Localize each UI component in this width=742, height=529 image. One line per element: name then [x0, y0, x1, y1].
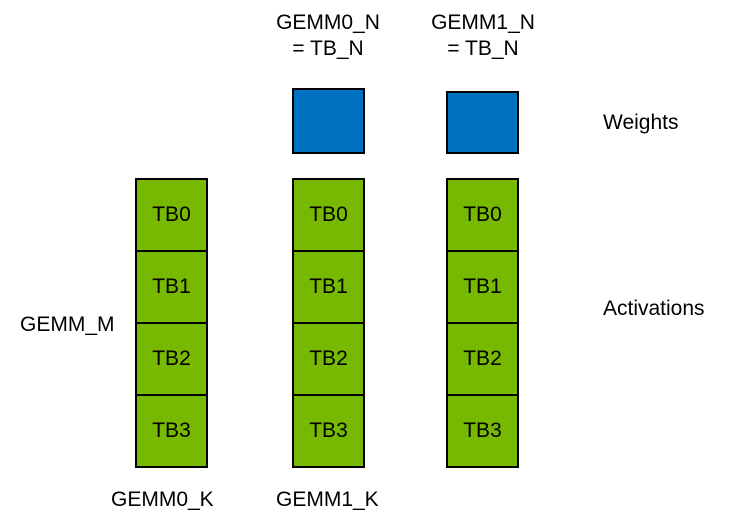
activation-column-1: TB0 TB1 TB2 TB3: [292, 178, 365, 468]
gemm0-n-header: GEMM0_N = TB_N: [268, 10, 388, 62]
gemm1-k-label: GEMM1_K: [276, 488, 379, 511]
tb-cell: TB2: [135, 322, 208, 396]
activations-label: Activations: [603, 297, 705, 320]
weight-block-gemm1: [446, 91, 519, 154]
weights-label: Weights: [603, 111, 679, 134]
gemm1-n-label: GEMM1_N: [431, 11, 535, 34]
tb-cell: TB2: [446, 322, 519, 396]
activation-column-0: TB0 TB1 TB2 TB3: [135, 178, 208, 468]
tb-cell: TB1: [135, 250, 208, 324]
gemm0-n-label: GEMM0_N: [276, 11, 380, 34]
weight-block-gemm0: [292, 88, 365, 154]
tb-cell: TB3: [292, 394, 365, 468]
gemm-m-label: GEMM_M: [20, 313, 115, 336]
gemm1-n-header: GEMM1_N = TB_N: [423, 10, 543, 62]
tb-cell: TB1: [292, 250, 365, 324]
tb-cell: TB1: [446, 250, 519, 324]
gemm0-n-eq-label: = TB_N: [292, 37, 364, 60]
tb-cell: TB0: [135, 178, 208, 252]
tb-cell: TB2: [292, 322, 365, 396]
tb-cell: TB0: [292, 178, 365, 252]
tb-cell: TB0: [446, 178, 519, 252]
activation-column-2: TB0 TB1 TB2 TB3: [446, 178, 519, 468]
gemm0-k-label: GEMM0_K: [111, 488, 214, 511]
gemm1-n-eq-label: = TB_N: [447, 37, 519, 60]
tb-cell: TB3: [135, 394, 208, 468]
tb-cell: TB3: [446, 394, 519, 468]
